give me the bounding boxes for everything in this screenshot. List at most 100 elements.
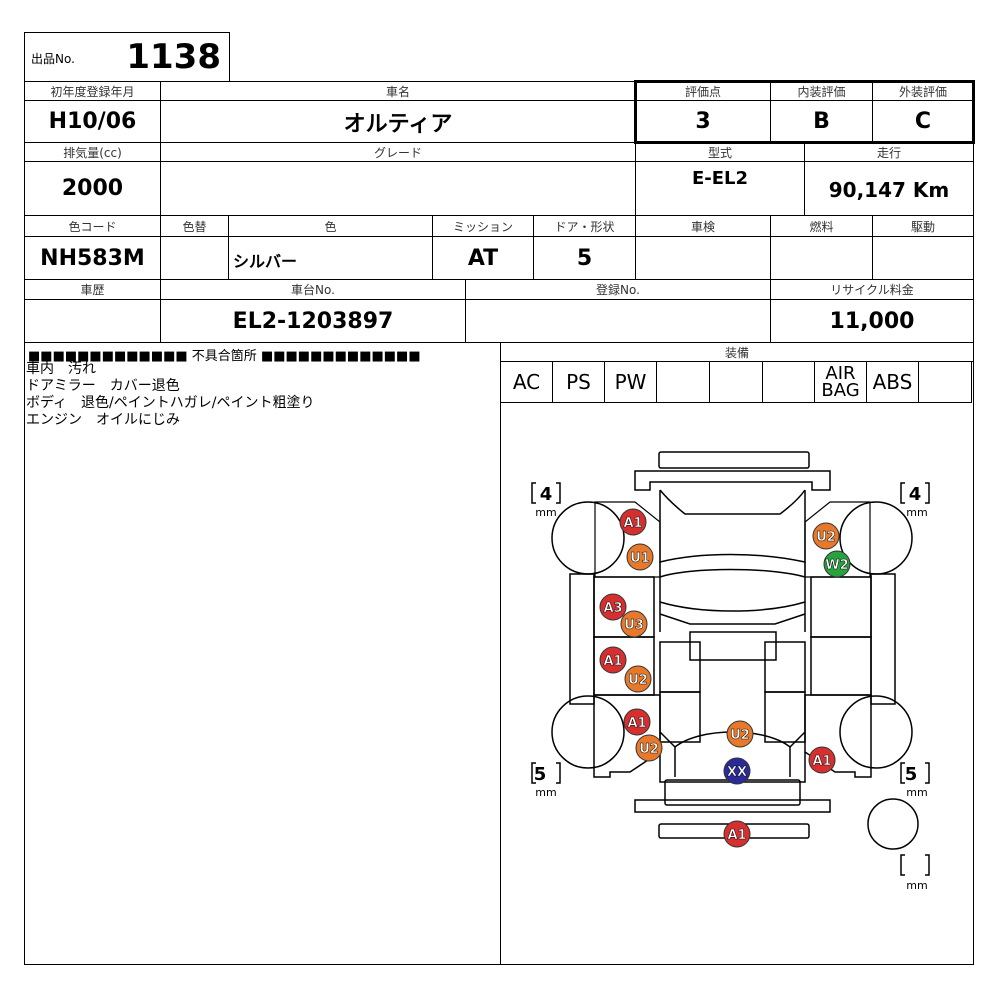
rear-panel bbox=[664, 779, 801, 806]
equipment-item bbox=[918, 361, 972, 403]
damage-mark: A1 bbox=[808, 746, 836, 774]
mark-code: A1 bbox=[812, 754, 831, 769]
tire-bracket bbox=[900, 762, 930, 784]
tire-depth-unit: mm bbox=[906, 879, 927, 892]
reg-date-label: 初年度登録年月 bbox=[24, 81, 161, 101]
damage-mark: A1 bbox=[599, 646, 627, 674]
equipment-item: PW bbox=[604, 361, 657, 403]
mark-circle bbox=[808, 746, 836, 774]
recolor-value bbox=[160, 236, 229, 280]
rear-left-wheel bbox=[551, 695, 625, 769]
defects-list: 車内 汚れ ドアミラー カバー退色 ボディ 退色/ペイントハガレ/ペイント粗塗り… bbox=[26, 361, 314, 429]
lot-label: 出品No. bbox=[31, 52, 75, 66]
tire-depth-unit: mm bbox=[535, 786, 556, 799]
damage-mark: U2 bbox=[812, 522, 840, 550]
grade-label: グレード bbox=[160, 142, 636, 162]
mark-circle bbox=[620, 610, 648, 638]
damage-mark: U2 bbox=[635, 734, 663, 762]
damage-mark: W2 bbox=[823, 550, 851, 578]
mileage-value: 90,147 Km bbox=[828, 178, 950, 202]
equipment-item: AIR BAG bbox=[814, 361, 867, 403]
rear-right-wheel bbox=[839, 695, 913, 769]
exterior-label: 外装評価 bbox=[872, 81, 974, 101]
mark-circle bbox=[624, 665, 652, 693]
front-left-wheel bbox=[551, 501, 625, 575]
rear-left-quarter bbox=[593, 694, 661, 778]
mark-code: A1 bbox=[603, 654, 622, 669]
right-rocker bbox=[870, 573, 896, 705]
fuel-value bbox=[770, 236, 873, 280]
rear-bumper-top bbox=[634, 799, 831, 813]
car-diagram: 4 mm 4 mm 5 mm 5 mm mm A1 U1 U2 W2 A3 U3… bbox=[531, 451, 930, 892]
exterior-value: C bbox=[872, 100, 974, 143]
mark-code: U2 bbox=[730, 728, 750, 743]
door-value: 5 bbox=[533, 236, 636, 280]
tire-depth-value: 4 bbox=[909, 484, 922, 505]
tire-depth-value: 5 bbox=[534, 764, 547, 785]
door-label: ドア・形状 bbox=[533, 215, 636, 237]
mileage-label: 走行 bbox=[804, 142, 974, 162]
damage-mark: A3 bbox=[599, 593, 627, 621]
front-grille bbox=[634, 470, 831, 491]
damage-mark: A1 bbox=[723, 820, 751, 848]
left-rocker bbox=[569, 573, 595, 705]
car-name-label: 車名 bbox=[160, 81, 636, 101]
recolor-label: 色替 bbox=[160, 215, 229, 237]
mark-circle bbox=[599, 646, 627, 674]
damage-mark: U3 bbox=[620, 610, 648, 638]
chassis-value: EL2-1203897 bbox=[160, 299, 466, 343]
rear-right-door bbox=[810, 636, 872, 696]
score-value: 3 bbox=[635, 100, 771, 143]
tire-bracket bbox=[531, 482, 561, 504]
defect-line: ボディ 退色/ペイントハガレ/ペイント粗塗り bbox=[26, 395, 315, 411]
front-right-wheel bbox=[839, 501, 913, 575]
tire-bracket bbox=[900, 482, 930, 504]
tire-bracket bbox=[531, 762, 561, 784]
tire-depth-unit: mm bbox=[906, 786, 927, 799]
hood bbox=[659, 489, 806, 515]
tire-depth-unit: mm bbox=[535, 506, 556, 519]
defects-panel bbox=[24, 342, 501, 965]
damage-mark: A1 bbox=[619, 508, 647, 536]
damage-mark: A1 bbox=[623, 708, 651, 736]
mission-label: ミッション bbox=[432, 215, 534, 237]
damage-mark: U1 bbox=[626, 543, 654, 571]
recycle-label: リサイクル料金 bbox=[770, 279, 974, 300]
mark-code: U3 bbox=[624, 618, 644, 633]
history-label: 車歴 bbox=[24, 279, 161, 300]
equipment-label: 装備 bbox=[724, 346, 749, 360]
mark-code: W2 bbox=[825, 558, 848, 573]
car-name-value: オルティア bbox=[160, 100, 636, 143]
mark-code: A3 bbox=[603, 601, 622, 616]
recycle-value: 11,000 bbox=[770, 299, 974, 343]
fuel-label: 燃料 bbox=[770, 215, 873, 237]
history-value bbox=[24, 299, 161, 343]
damage-mark: XX bbox=[723, 757, 751, 785]
mark-code: XX bbox=[727, 765, 747, 780]
mark-circle bbox=[812, 522, 840, 550]
inspection-value bbox=[635, 236, 771, 280]
equipment-header-line bbox=[500, 342, 974, 362]
mission-value: AT bbox=[432, 236, 534, 280]
interior-value: B bbox=[770, 100, 873, 143]
tire-depth-unit: mm bbox=[906, 506, 927, 519]
drive-value bbox=[872, 236, 974, 280]
mark-circle bbox=[723, 757, 751, 785]
regno-label: 登録No. bbox=[465, 279, 771, 300]
color-label: 色 bbox=[228, 215, 433, 237]
regno-value bbox=[465, 299, 771, 343]
inspection-label: 車検 bbox=[635, 215, 771, 237]
equipment-item bbox=[709, 361, 763, 403]
color-code-value: NH583M bbox=[24, 236, 161, 280]
mark-code: A1 bbox=[727, 828, 746, 843]
mark-circle bbox=[823, 550, 851, 578]
mark-code: U1 bbox=[630, 551, 650, 566]
equipment-item bbox=[656, 361, 710, 403]
model-label: 型式 bbox=[635, 142, 805, 162]
front-right-fender bbox=[804, 501, 871, 578]
mark-code: U2 bbox=[628, 673, 648, 688]
lot-box: 出品No. 1138 bbox=[24, 32, 230, 82]
displacement-label: 排気量(cc) bbox=[24, 142, 161, 162]
mark-circle bbox=[635, 734, 663, 762]
equipment-item: ABS bbox=[866, 361, 919, 403]
